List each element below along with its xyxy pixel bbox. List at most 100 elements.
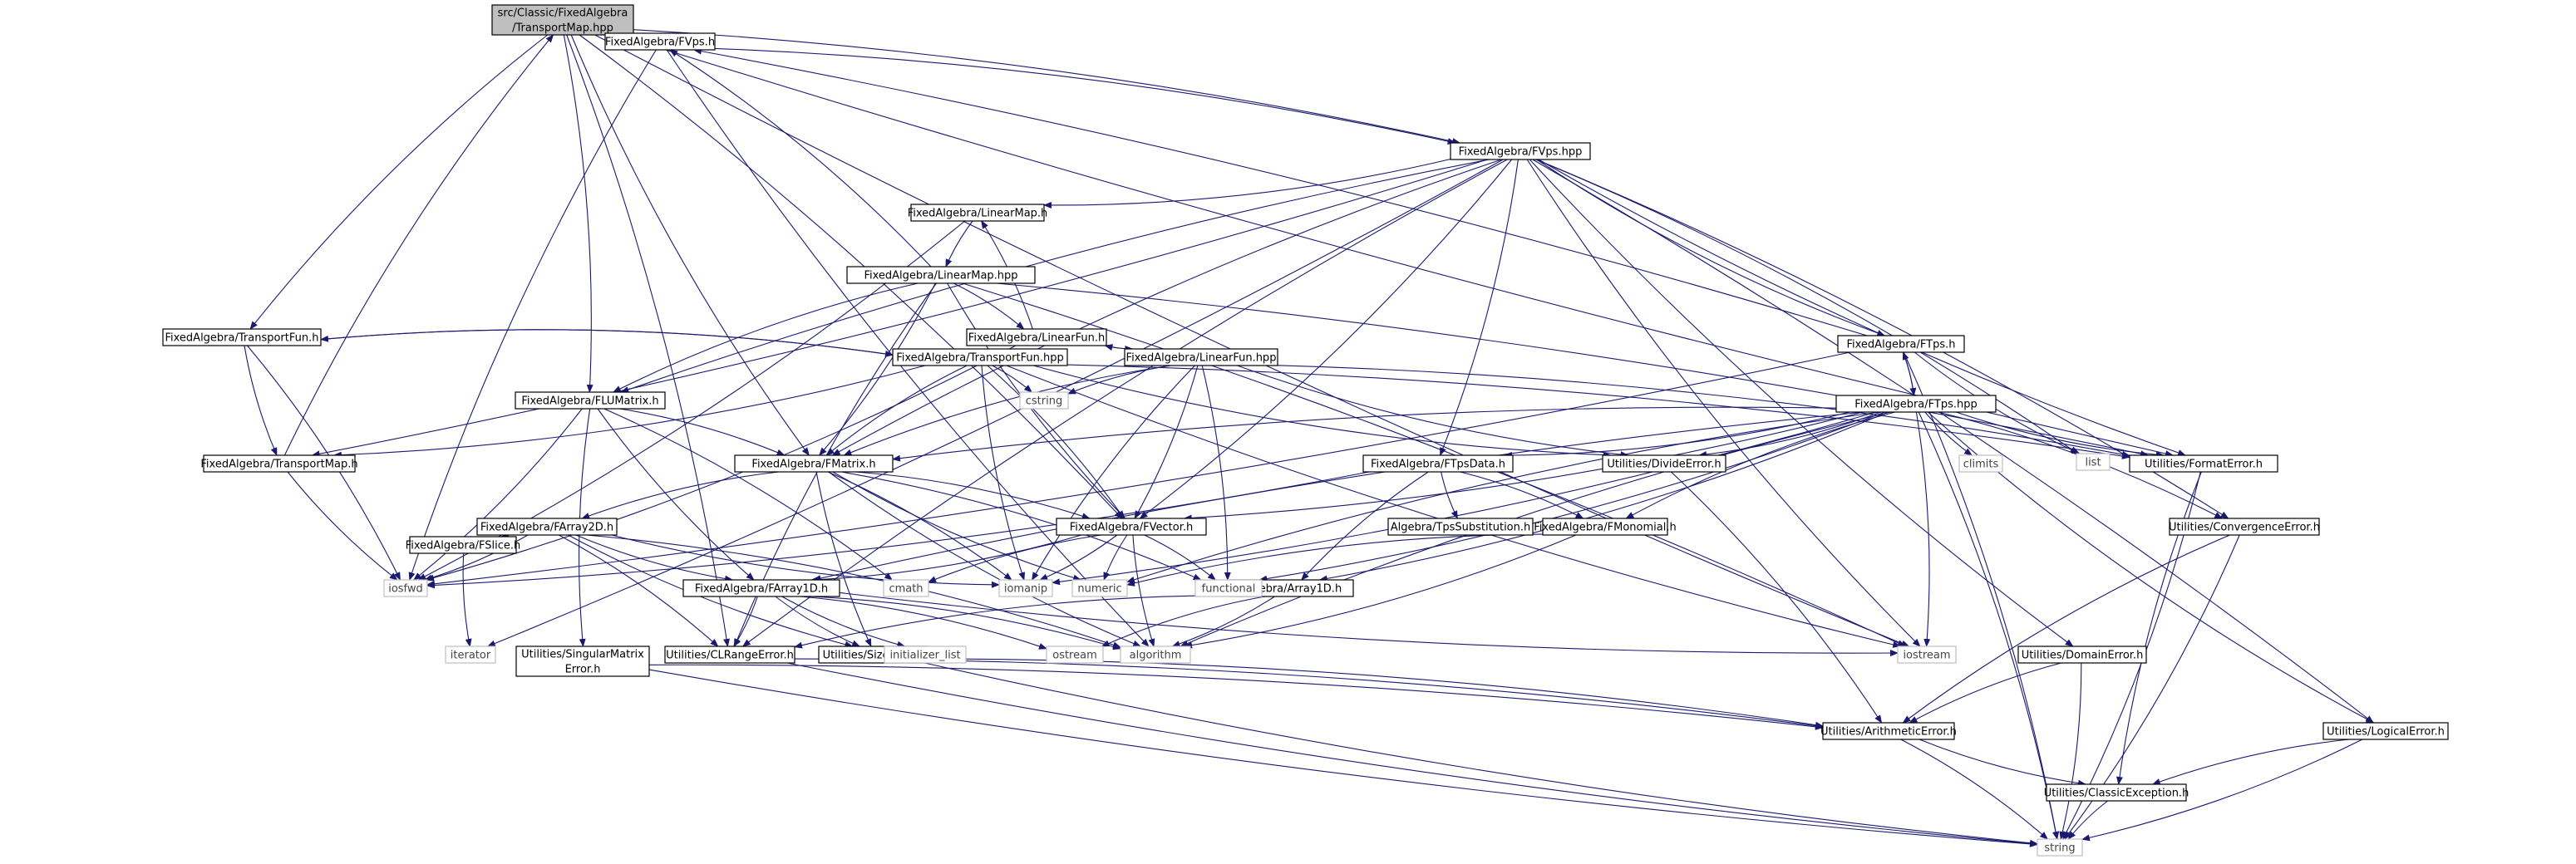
edge-n17-to-x4 xyxy=(1126,411,1879,583)
node-label: FixedAlgebra/LinearFun.hpp xyxy=(1126,352,1277,365)
file-node[interactable]: FixedAlgebra/FTps.hpp xyxy=(1835,395,1997,413)
file-node[interactable]: FixedAlgebra/FLUMatrix.h xyxy=(515,391,666,410)
node-label: Utilities/DomainError.h xyxy=(2022,650,2144,662)
node-box xyxy=(604,32,716,51)
edge-n2-to-n15 xyxy=(1139,159,1513,519)
file-node[interactable]: FixedAlgebra/FArray2D.h xyxy=(476,518,618,536)
file-node[interactable]: Utilities/CLRangeError.h xyxy=(664,646,795,664)
file-node[interactable]: FixedAlgebra/FVector.h xyxy=(1056,518,1207,536)
edge-n11-to-x4 xyxy=(832,471,1082,582)
edge-n6-to-x10 xyxy=(1067,365,1171,395)
node-label: FixedAlgebra/FMatrix.h xyxy=(751,459,875,471)
node-box xyxy=(1046,646,1104,664)
file-node[interactable]: Utilities/ArithmeticError.h xyxy=(1820,722,1957,740)
file-node[interactable]: Algebra/TpsSubstitution.h xyxy=(1387,518,1534,536)
file-node[interactable]: FixedAlgebra/LinearMap.h xyxy=(908,204,1048,222)
edge-n2-to-n25 xyxy=(1529,159,2074,647)
node-box xyxy=(2017,646,2147,664)
file-node[interactable]: FixedAlgebra/FMonomial.h xyxy=(1534,518,1677,536)
edge-n14-to-n29 xyxy=(733,596,758,647)
edge-n17-to-n15 xyxy=(1183,411,1864,522)
edge-n17-to-n23 xyxy=(1955,411,2165,459)
file-node[interactable]: FixedAlgebra/FTpsData.h xyxy=(1362,454,1514,473)
file-node[interactable]: FixedAlgebra/FArray1D.h xyxy=(682,579,840,597)
file-node[interactable]: FixedAlgebra/FVps.hpp xyxy=(1450,142,1591,160)
node-box xyxy=(409,536,517,554)
node-label: FixedAlgebra/FSlice.h xyxy=(406,540,521,552)
edge-n2-to-n11 xyxy=(831,159,1502,456)
file-node[interactable]: FixedAlgebra/FVps.h xyxy=(604,32,716,51)
edge-n20-to-x6 xyxy=(1184,534,1577,649)
edge-n12-to-x0 xyxy=(424,534,529,582)
edge-n27-to-x13 xyxy=(1900,739,2049,840)
node-box xyxy=(884,646,967,664)
root-file-node[interactable]: src/Classic/FixedAlgebra/TransportMap.hp… xyxy=(491,4,634,36)
node-label: FixedAlgebra/FVps.hpp xyxy=(1459,146,1583,159)
file-node[interactable]: FixedAlgebra/FSlice.h xyxy=(406,536,521,554)
node-label: ostream xyxy=(1052,650,1097,662)
node-box xyxy=(734,454,894,473)
edge-n27-to-n28 xyxy=(1918,739,2086,787)
edge-n17-to-n16 xyxy=(1902,351,1915,396)
node-box xyxy=(664,646,795,664)
file-node[interactable]: Utilities/FormatError.h xyxy=(2129,454,2278,473)
node-label: initializer_list xyxy=(889,650,960,662)
edge-n8-to-n10 xyxy=(332,365,926,459)
node-label: FixedAlgebra/FArray1D.h xyxy=(695,583,828,596)
edge-n12-to-x3 xyxy=(611,534,1000,588)
node-box xyxy=(1602,454,1726,473)
node-box xyxy=(1194,579,1263,597)
edge-n26-to-n28 xyxy=(2151,739,2350,785)
node-box xyxy=(162,328,322,346)
edge-n0-to-n23 xyxy=(618,34,2174,457)
node-box xyxy=(2076,453,2111,471)
edge-n25-to-n27 xyxy=(1909,662,2061,724)
node-label: algorithm xyxy=(1130,650,1182,662)
node-label: Utilities/ArithmeticError.h xyxy=(1820,726,1957,739)
edge-n6-to-n11 xyxy=(843,365,1171,456)
file-node[interactable]: FixedAlgebra/TransportMap.h xyxy=(200,454,358,473)
edge-n18-to-n19 xyxy=(1441,471,1458,519)
edge-n18-to-n21 xyxy=(1301,471,1429,581)
node-box xyxy=(445,646,496,664)
edge-n11-to-n15 xyxy=(855,471,1091,520)
file-node[interactable]: FixedAlgebra/TransportFun.h xyxy=(162,328,322,346)
edge-n14-to-x7 xyxy=(781,596,906,648)
file-node[interactable]: FixedAlgebra/FMatrix.h xyxy=(734,454,894,473)
node-label: FixedAlgebra/FMonomial.h xyxy=(1534,522,1676,534)
node-box xyxy=(1542,518,1668,536)
node-label: iosfwd xyxy=(388,583,423,596)
file-node[interactable]: FixedAlgebra/TransportFun.hpp xyxy=(892,348,1068,366)
node-box xyxy=(1822,722,1955,740)
edge-n9-to-x2 xyxy=(603,408,893,581)
edge-n14-to-x9 xyxy=(839,592,1899,657)
file-node[interactable]: Utilities/ClassicException.h xyxy=(2044,783,2189,802)
node-label: FixedAlgebra/FVector.h xyxy=(1070,522,1193,534)
node-label: Algebra/Array1D.h xyxy=(1242,583,1342,596)
system-header-node: cmath xyxy=(883,579,929,597)
file-node[interactable]: Utilities/ConvergenceError.h xyxy=(2169,518,2320,536)
file-node[interactable]: FixedAlgebra/LinearFun.h xyxy=(966,328,1107,346)
edge-n15-to-x2 xyxy=(928,534,1101,583)
node-label: functional xyxy=(1202,583,1256,596)
file-node[interactable]: Utilities/LogicalError.h xyxy=(2322,722,2449,740)
file-node[interactable]: FixedAlgebra/LinearMap.hpp xyxy=(846,266,1036,284)
edge-n2-to-n23 xyxy=(1538,159,2187,456)
edge-n10-to-n0 xyxy=(283,34,554,456)
file-node[interactable]: Utilities/DomainError.h xyxy=(2017,646,2147,664)
file-node[interactable]: Utilities/DivideError.h xyxy=(1602,454,1726,473)
edge-n2-to-n18 xyxy=(1440,159,1519,456)
file-node[interactable]: FixedAlgebra/FTps.h xyxy=(1837,335,1965,353)
file-node[interactable]: FixedAlgebra/LinearFun.hpp xyxy=(1124,348,1278,366)
edge-n2-to-x1 xyxy=(486,159,1504,647)
edge-n4-to-n23 xyxy=(996,282,2150,458)
node-label: climits xyxy=(1963,459,1999,471)
edge-n30-to-x13 xyxy=(924,662,2038,847)
node-box xyxy=(1056,518,1207,536)
node-label: /TransportMap.hpp xyxy=(512,22,613,35)
edge-n17-to-x12 xyxy=(1924,411,1973,456)
system-header-node: numeric xyxy=(1071,579,1128,597)
edge-n12-to-n30 xyxy=(568,534,854,648)
node-label: iomanip xyxy=(1004,583,1047,596)
